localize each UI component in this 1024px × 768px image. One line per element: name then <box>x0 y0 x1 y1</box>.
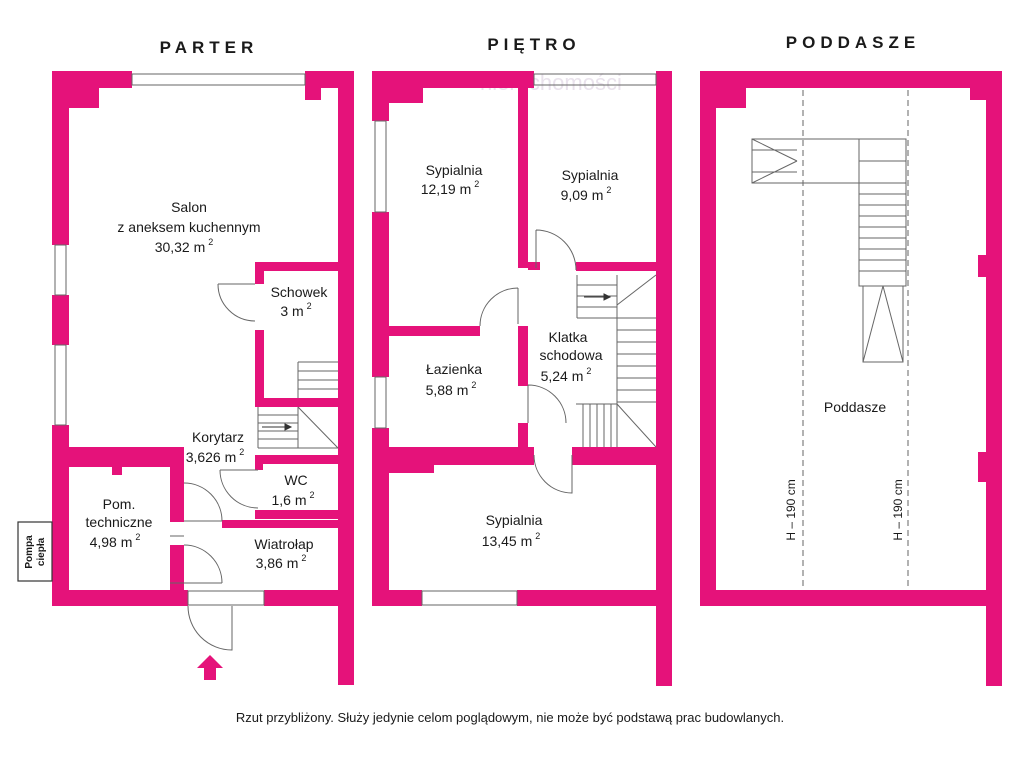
room-wc-name: WC <box>284 472 307 488</box>
pompa-label-1: Pompa <box>24 535 35 569</box>
room-sypialnia-1-name: Sypialnia <box>426 162 483 178</box>
height-label-left: H – 190 cm <box>784 479 798 540</box>
poddasze-details <box>751 90 909 590</box>
pietro-stair-arrow-icon <box>584 293 612 301</box>
height-label-right: H – 190 cm <box>891 479 905 540</box>
room-techniczne-subname: techniczne <box>86 514 153 530</box>
parter-details <box>54 73 339 651</box>
room-klatka-name: Klatka <box>549 329 588 345</box>
room-schowek-name: Schowek <box>271 284 329 300</box>
pompa-label-2: ciepła <box>36 537 47 566</box>
disclaimer-note: Rzut przybliżony. Służy jedynie celom po… <box>236 710 784 725</box>
room-klatka-subname: schodowa <box>539 347 602 363</box>
parter-plan: Pompa ciepła Salon z aneksem kuchennym 3… <box>17 71 354 685</box>
room-poddasze: Poddasze <box>824 399 886 415</box>
room-salon-subname: z aneksem kuchennym <box>117 219 260 235</box>
parter-stair-arrow-icon <box>262 423 293 431</box>
poddasze-plan: Poddasze H – 190 cm H – 190 cm <box>700 71 1002 686</box>
room-korytarz-name: Korytarz <box>192 429 244 445</box>
pompa-ciepla-box: Pompa ciepła <box>17 521 53 582</box>
parter-walls <box>52 71 354 685</box>
entry-arrow-icon <box>197 655 223 680</box>
room-sypialnia-2-name: Sypialnia <box>562 167 619 183</box>
room-salon-name: Salon <box>171 199 207 215</box>
pietro-walls <box>372 71 672 686</box>
heading-pietro: PIĘTRO <box>487 35 580 54</box>
pietro-details <box>374 73 657 606</box>
heading-parter: PARTER <box>160 38 259 57</box>
room-lazienka-name: Łazienka <box>426 361 482 377</box>
poddasze-walls <box>700 71 1002 686</box>
room-techniczne-name: Pom. <box>103 496 136 512</box>
room-poddasze-name: Poddasze <box>824 399 886 415</box>
room-wiatrolap-name: Wiatrołap <box>254 536 313 552</box>
heading-poddasze: PODDASZE <box>786 33 920 52</box>
room-sypialnia-3-name: Sypialnia <box>486 512 543 528</box>
